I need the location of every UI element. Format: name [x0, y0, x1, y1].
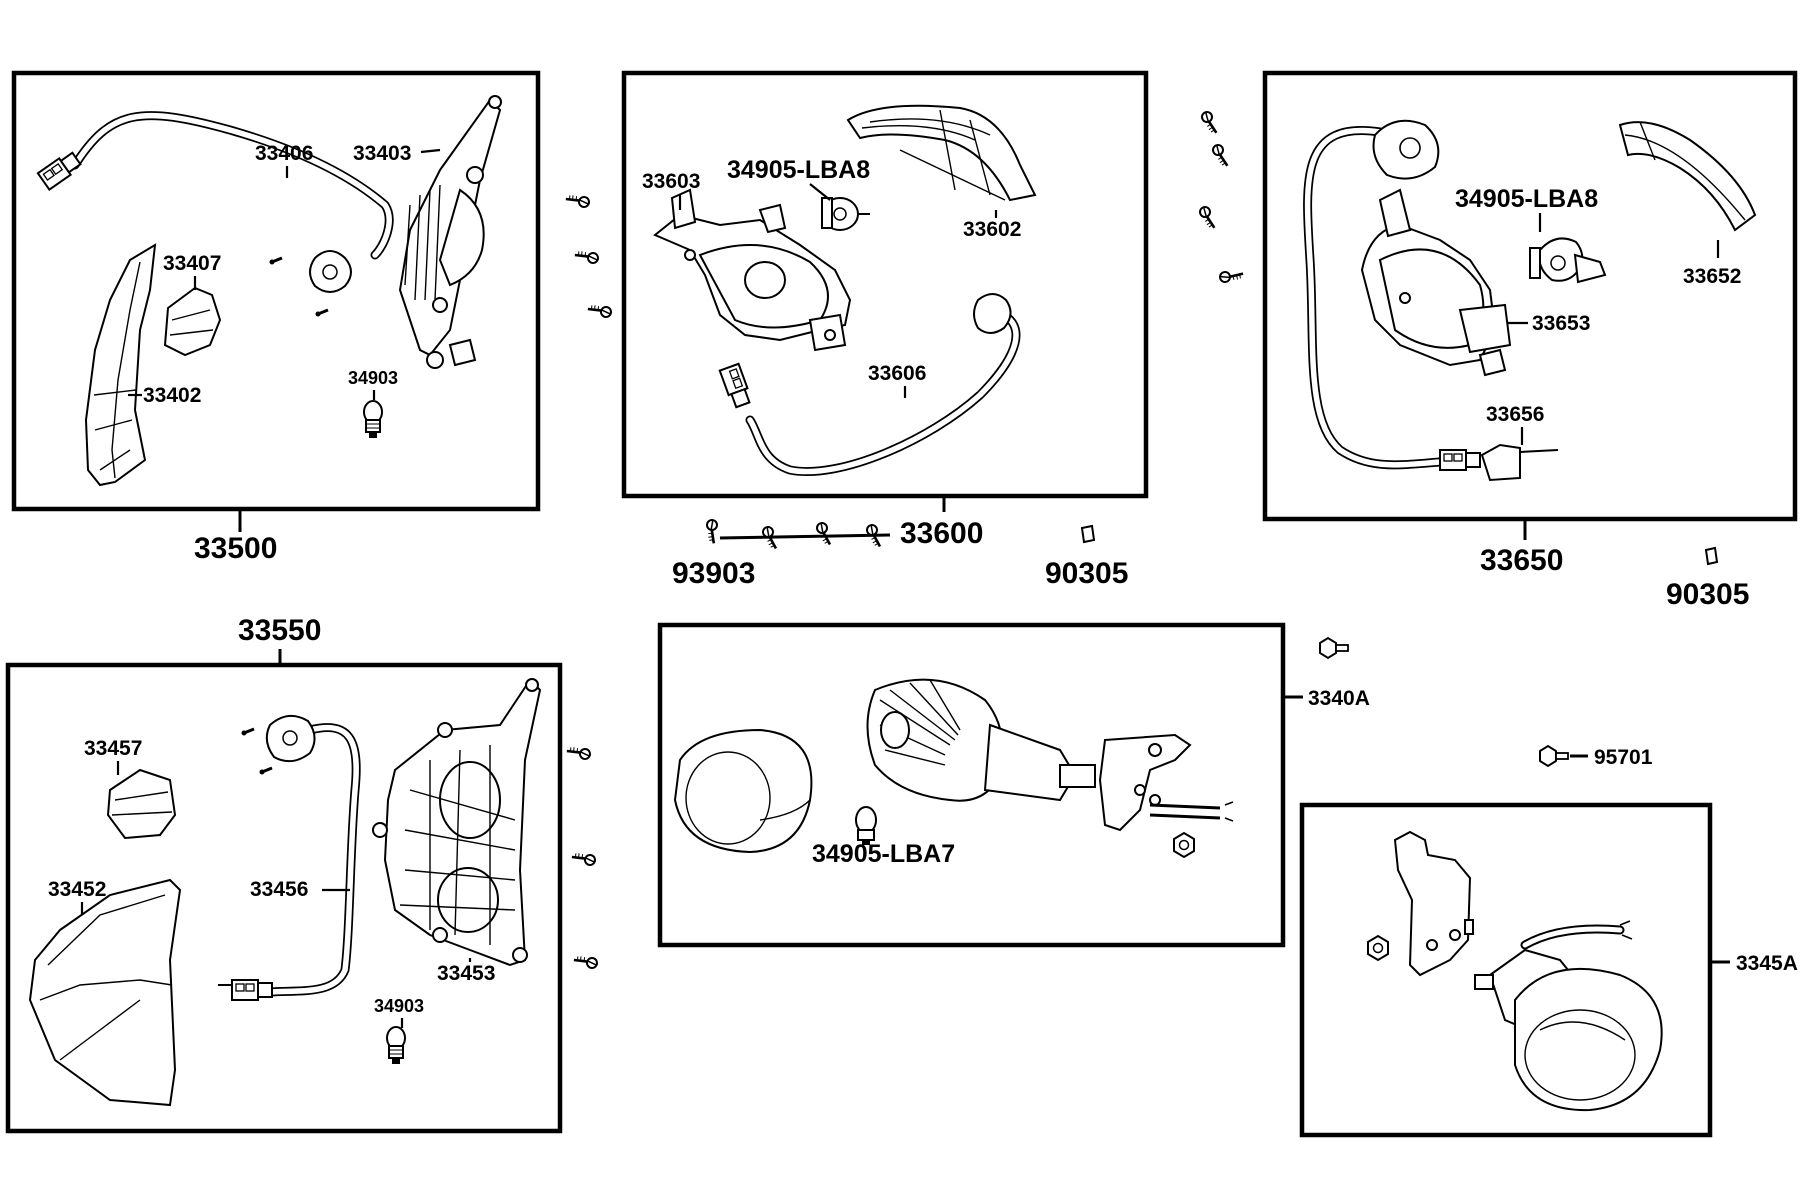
- assembly-3340A-label: 3340A: [1308, 687, 1370, 710]
- part-33457-label: 33457: [84, 737, 142, 760]
- screw-set-93903: 93903: [672, 516, 891, 590]
- screw-icon: [563, 188, 592, 214]
- wire-harness-33606: [718, 293, 1021, 476]
- part-33403-label: 33403: [353, 142, 411, 165]
- bulb-icon: [363, 400, 383, 439]
- assembly-33650-box: [1262, 70, 1798, 522]
- part-33606-label: 33606: [868, 362, 926, 385]
- bulb-icon: [386, 1026, 406, 1065]
- screw-icon: [698, 516, 727, 546]
- assembly-33550-label: 33550: [238, 614, 321, 647]
- part-34905-lba8-label-a: 34905-LBA8: [727, 156, 870, 184]
- assembly-3340A-box: [657, 622, 1286, 948]
- nut-icon: [1367, 935, 1389, 961]
- assembly-3345A-box: [1299, 802, 1713, 1138]
- clip-90305-b: 90305: [1666, 546, 1749, 611]
- assembly-33550-box: [5, 662, 563, 1134]
- part-34905-lba8-label-b: 34905-LBA8: [1455, 185, 1598, 213]
- nut-icon: [1173, 832, 1195, 858]
- screw-icon: [1319, 637, 1349, 659]
- part-95701-label: 95701: [1594, 746, 1653, 769]
- signal-bracket: [1393, 830, 1474, 977]
- assembly-33650-group: 33650: [1262, 70, 1798, 577]
- lens-33602: [846, 104, 1037, 202]
- assembly-33550-group: 33550: [5, 614, 563, 1134]
- screw-icon: [585, 298, 614, 324]
- assembly-33500-group: 33500: [11, 70, 541, 565]
- part-34905-lba7-label: 34905-LBA7: [812, 840, 955, 868]
- clip-90305-a: 90305: [1045, 524, 1128, 590]
- assembly-33600-box: [621, 70, 1149, 499]
- lamp-housing-33403: [398, 95, 502, 369]
- part-33656-label: 33656: [1486, 403, 1544, 426]
- screw-icon: [1193, 203, 1223, 231]
- assembly-33500-box: [11, 70, 541, 512]
- lens-33652: [1618, 121, 1757, 232]
- screw-icon: [1206, 141, 1236, 169]
- assembly-33600-label: 33600: [900, 517, 983, 550]
- screw-icon: [571, 949, 600, 975]
- part-33452-label: 33452: [48, 878, 106, 901]
- part-34903-label-b: 34903: [374, 996, 424, 1016]
- lamp-housing-33453: [372, 678, 542, 967]
- assembly-3340A-group: 3340A 34905-LBA7: [657, 622, 1370, 948]
- reflector-cover-33407: [163, 286, 222, 357]
- bulb-icon: [821, 197, 870, 231]
- wire-harness-33456: [218, 714, 361, 1001]
- part-33652-label: 33652: [1683, 265, 1741, 288]
- part-33453-label: 33453: [437, 962, 495, 985]
- signal-body: [866, 678, 1234, 832]
- assembly-3345A-group: 3345A: [1299, 802, 1798, 1138]
- signal-lens-cap: [673, 728, 813, 854]
- bracket-33603: [653, 188, 852, 352]
- wire-harness-33406: [36, 111, 394, 293]
- screw-icon: [572, 244, 601, 270]
- signal-light-assembly: [1474, 920, 1663, 1112]
- reflector-cover-33457: [106, 768, 177, 840]
- part-33402-label: 33402: [143, 384, 201, 407]
- bulb-icon: [855, 806, 877, 845]
- part-33456-label: 33456: [250, 878, 308, 901]
- screw-icon: [1195, 108, 1225, 136]
- screw-icon: [810, 519, 840, 548]
- assembly-3345A-label: 3345A: [1736, 952, 1798, 975]
- lens-33402: [84, 243, 157, 487]
- wire-harness-33656: [1303, 119, 1559, 482]
- bracket-33653: [1360, 188, 1512, 377]
- part-33603-label: 33603: [642, 170, 700, 193]
- part-33407-label: 33407: [163, 252, 221, 275]
- assembly-33500-label: 33500: [194, 532, 277, 565]
- part-33653-label: 33653: [1532, 312, 1590, 335]
- part-33406-label: 33406: [255, 142, 313, 165]
- part-34903-label-a: 34903: [348, 368, 398, 388]
- part-93903-label: 93903: [672, 557, 755, 590]
- assembly-33650-label: 33650: [1480, 544, 1563, 577]
- screw-icon: [564, 740, 593, 766]
- lens-33452: [28, 878, 182, 1107]
- bulb-icon: [1529, 237, 1607, 284]
- part-90305-label-a: 90305: [1045, 557, 1128, 590]
- assembly-33600-group: 33600: [621, 70, 1149, 550]
- bolt-95701: 95701: [1539, 745, 1653, 769]
- screw-icon: [569, 846, 598, 872]
- part-33602-label: 33602: [963, 218, 1021, 241]
- part-90305-label-b: 90305: [1666, 578, 1749, 611]
- screw-icon: [1216, 261, 1246, 290]
